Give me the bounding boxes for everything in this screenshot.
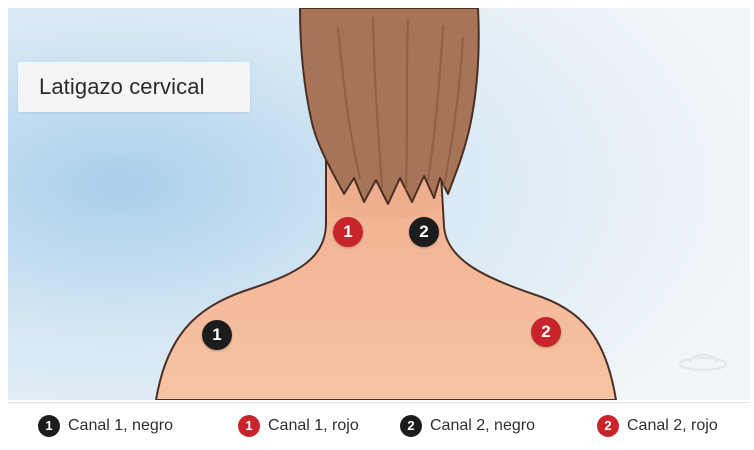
legend-bar: 1 Canal 1, negro 1 Canal 1, rojo 2 Canal…: [8, 402, 750, 449]
illustration-scene: Latigazo cervical 1 2 1 2: [8, 8, 750, 400]
legend-number-badge: 1: [38, 415, 60, 437]
legend-label: Canal 2, rojo: [627, 417, 718, 435]
legend-number-badge: 2: [597, 415, 619, 437]
legend-label: Canal 1, rojo: [268, 417, 359, 435]
electrode-marker-channel2-red: 2: [531, 317, 561, 347]
wikihow-watermark-logo: [678, 348, 748, 398]
electrode-marker-channel1-red: 1: [333, 217, 363, 247]
title-banner: Latigazo cervical: [18, 62, 250, 112]
legend-label: Canal 1, negro: [68, 417, 173, 435]
legend-item-channel1-black: 1 Canal 1, negro: [38, 403, 173, 449]
legend-number-badge: 2: [400, 415, 422, 437]
marker-number: 2: [541, 322, 550, 341]
marker-number: 1: [212, 325, 221, 344]
marker-number: 1: [343, 222, 352, 241]
legend-item-channel2-red: 2 Canal 2, rojo: [597, 403, 718, 449]
page-title: Latigazo cervical: [39, 74, 205, 100]
legend-label: Canal 2, negro: [430, 417, 535, 435]
watermark-hat-icon: [678, 348, 728, 372]
marker-number: 2: [419, 222, 428, 241]
legend-number-badge: 1: [238, 415, 260, 437]
electrode-marker-channel1-black: 1: [202, 320, 232, 350]
legend-item-channel1-red: 1 Canal 1, rojo: [238, 403, 359, 449]
legend-item-channel2-black: 2 Canal 2, negro: [400, 403, 535, 449]
electrode-marker-channel2-black: 2: [409, 217, 439, 247]
